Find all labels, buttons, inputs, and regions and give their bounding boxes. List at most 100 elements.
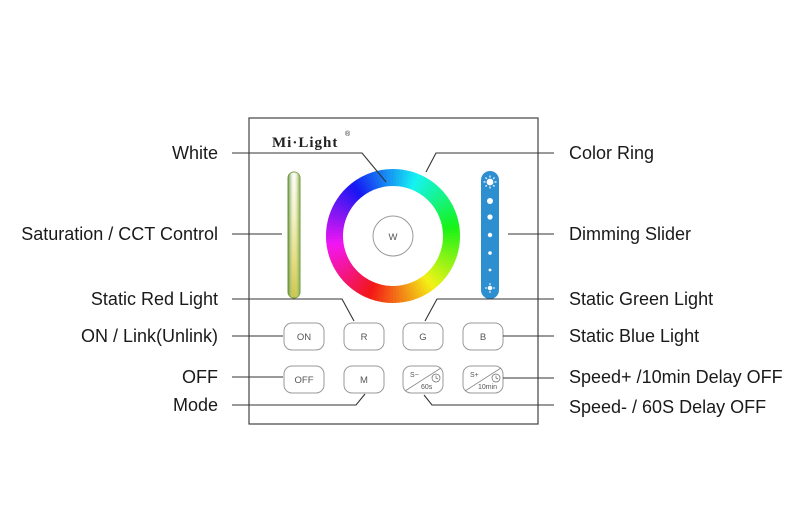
color-ring-segment bbox=[338, 193, 355, 207]
color-ring-segment bbox=[426, 271, 441, 287]
color-ring-segment bbox=[417, 277, 430, 295]
color-ring-segment bbox=[440, 248, 458, 258]
color-ring-segment bbox=[375, 284, 383, 302]
color-ring-segment bbox=[368, 282, 378, 300]
label-saturation: Saturation / CCT Control bbox=[21, 224, 218, 244]
color-ring-segment bbox=[336, 196, 353, 209]
color-ring-segment bbox=[334, 199, 352, 211]
color-ring[interactable] bbox=[326, 169, 460, 303]
color-ring-segment bbox=[333, 202, 350, 214]
color-ring-segment bbox=[439, 251, 457, 261]
color-ring-segment bbox=[389, 169, 394, 187]
color-ring-segment bbox=[400, 169, 408, 188]
dim-sun-icon bbox=[485, 283, 495, 293]
red-button-label: R bbox=[361, 332, 368, 343]
mode-button[interactable]: M bbox=[343, 365, 385, 394]
color-ring-segment bbox=[436, 202, 453, 214]
leader-lines bbox=[232, 152, 554, 406]
color-ring-segment bbox=[403, 284, 411, 302]
label-mode: Mode bbox=[173, 395, 218, 415]
color-ring-segment bbox=[408, 282, 418, 300]
color-ring-segment bbox=[442, 232, 460, 237]
color-ring-segment bbox=[428, 188, 444, 203]
speed-minus-sub-label: 60s bbox=[421, 384, 433, 391]
on-button[interactable]: ON bbox=[283, 322, 325, 351]
off-button[interactable]: OFF bbox=[283, 365, 325, 394]
color-ring-segment bbox=[419, 276, 433, 293]
registered-mark: ® bbox=[345, 130, 351, 138]
color-ring-segment bbox=[438, 253, 456, 264]
label-on-link: ON / Link(Unlink) bbox=[81, 326, 218, 346]
color-ring-segment bbox=[359, 176, 371, 193]
label-off: OFF bbox=[182, 367, 218, 387]
brand-logo: Mi·Light bbox=[272, 135, 338, 151]
speed-plus-button[interactable]: S+ 10min bbox=[462, 365, 504, 394]
color-ring-segment bbox=[438, 208, 456, 219]
color-ring-segment bbox=[340, 190, 357, 205]
color-ring-segment bbox=[331, 205, 349, 216]
color-ring-segment bbox=[385, 285, 391, 303]
color-ring-segment bbox=[331, 255, 349, 267]
color-ring-segment bbox=[415, 176, 427, 193]
color-ring-segment bbox=[359, 279, 371, 296]
color-ring-segment bbox=[375, 170, 383, 188]
speed-minus-button[interactable]: S− 60s bbox=[402, 365, 444, 394]
label-dimming: Dimming Slider bbox=[569, 224, 691, 244]
color-ring-segment bbox=[441, 243, 460, 251]
color-ring-segment bbox=[329, 251, 347, 261]
color-ring-segment bbox=[424, 183, 439, 200]
color-ring-segment bbox=[408, 172, 418, 190]
color-ring-segment bbox=[353, 276, 366, 293]
color-ring-segment bbox=[328, 248, 346, 257]
speed-minus-label: S− bbox=[410, 372, 419, 379]
color-ring-segment bbox=[342, 269, 358, 284]
color-ring-segment bbox=[330, 253, 348, 264]
white-button[interactable]: W bbox=[372, 215, 414, 257]
color-ring-segment bbox=[362, 280, 373, 298]
blue-button[interactable]: B bbox=[462, 322, 504, 351]
label-speed-plus: Speed+ /10min Delay OFF bbox=[569, 367, 783, 387]
color-ring-segment bbox=[410, 281, 421, 299]
color-ring-segment bbox=[442, 228, 460, 234]
label-static-blue: Static Blue Light bbox=[569, 326, 699, 346]
color-ring-segment bbox=[329, 211, 347, 221]
color-ring-segment bbox=[350, 181, 364, 198]
color-ring-segment bbox=[365, 281, 376, 299]
color-ring-segment bbox=[405, 171, 415, 189]
label-static-green: Static Green Light bbox=[569, 289, 713, 309]
label-white: White bbox=[172, 143, 218, 163]
saturation-slider[interactable] bbox=[287, 171, 301, 299]
color-ring-segment bbox=[347, 272, 362, 289]
color-ring-segment bbox=[400, 284, 407, 303]
color-ring-segment bbox=[362, 174, 374, 192]
color-ring-segment bbox=[340, 267, 356, 281]
color-ring-segment bbox=[345, 271, 360, 286]
color-ring-segment bbox=[434, 199, 452, 212]
color-ring-segment bbox=[420, 179, 433, 196]
color-ring-segment bbox=[326, 221, 345, 229]
dimming-slider[interactable] bbox=[481, 171, 499, 299]
color-ring-segment bbox=[422, 274, 436, 291]
color-ring-segment bbox=[385, 169, 391, 187]
color-ring-segment bbox=[326, 235, 344, 240]
green-button-label: G bbox=[419, 332, 426, 343]
color-ring-segment bbox=[426, 186, 441, 201]
color-ring-segment bbox=[326, 243, 345, 250]
clock-icon bbox=[431, 373, 441, 383]
color-ring-segment bbox=[392, 285, 397, 303]
color-ring-segment bbox=[326, 224, 344, 231]
speed-plus-label: S+ bbox=[470, 372, 479, 379]
color-ring-segment bbox=[405, 283, 414, 301]
color-ring-segment bbox=[379, 169, 386, 188]
color-ring-segment bbox=[330, 208, 348, 219]
color-ring-segment bbox=[372, 171, 381, 189]
green-button[interactable]: G bbox=[402, 322, 444, 351]
red-button[interactable]: R bbox=[343, 322, 385, 351]
color-ring-segment bbox=[356, 177, 369, 195]
color-ring-segment bbox=[439, 211, 457, 221]
color-ring-segment bbox=[326, 238, 344, 244]
color-ring-segment bbox=[381, 285, 388, 303]
color-ring-segment bbox=[436, 258, 453, 270]
label-speed-minus: Speed- / 60S Delay OFF bbox=[569, 397, 766, 417]
color-ring-segment bbox=[328, 214, 346, 224]
